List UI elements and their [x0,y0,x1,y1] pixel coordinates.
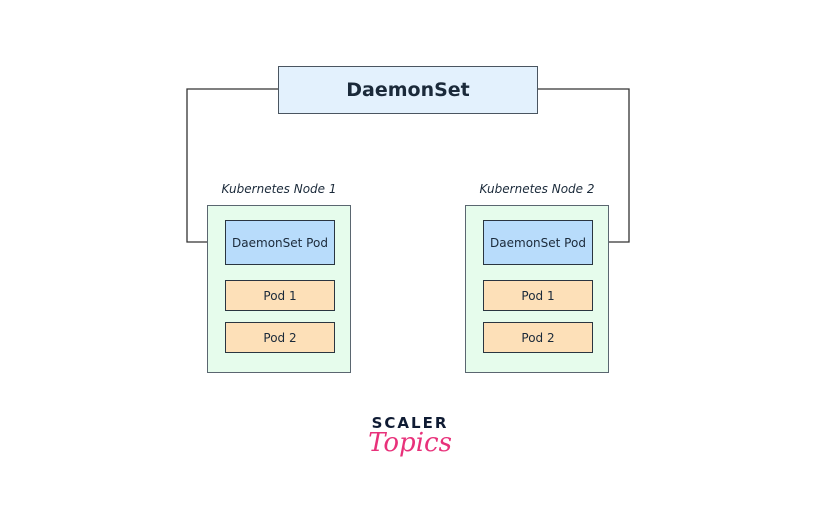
node-1-daemonset-pod: DaemonSet Pod [225,220,335,265]
pod-label: Pod 2 [521,330,555,345]
logo-topics-text: Topics [368,428,452,458]
daemonset-pod-label: DaemonSet Pod [490,235,586,250]
scaler-topics-logo: SCALER Topics [360,414,460,458]
daemonset-pod-label: DaemonSet Pod [232,235,328,250]
node-1-label: Kubernetes Node 1 [221,182,337,196]
pod-label: Pod 1 [521,288,555,303]
node-2-pod-1: Pod 1 [483,280,593,311]
node-1-pod-2: Pod 2 [225,322,335,353]
node-2-label: Kubernetes Node 2 [479,182,595,196]
pod-label: Pod 1 [263,288,297,303]
connector-to-node-1 [186,88,278,248]
node-1-pod-1: Pod 1 [225,280,335,311]
daemonset-box: DaemonSet [278,66,538,114]
node-2-daemonset-pod: DaemonSet Pod [483,220,593,265]
node-2-pod-2: Pod 2 [483,322,593,353]
pod-label: Pod 2 [263,330,297,345]
connector-to-node-2 [538,88,630,248]
daemonset-label: DaemonSet [346,79,470,101]
logo-scaler-text: SCALER [371,414,449,432]
